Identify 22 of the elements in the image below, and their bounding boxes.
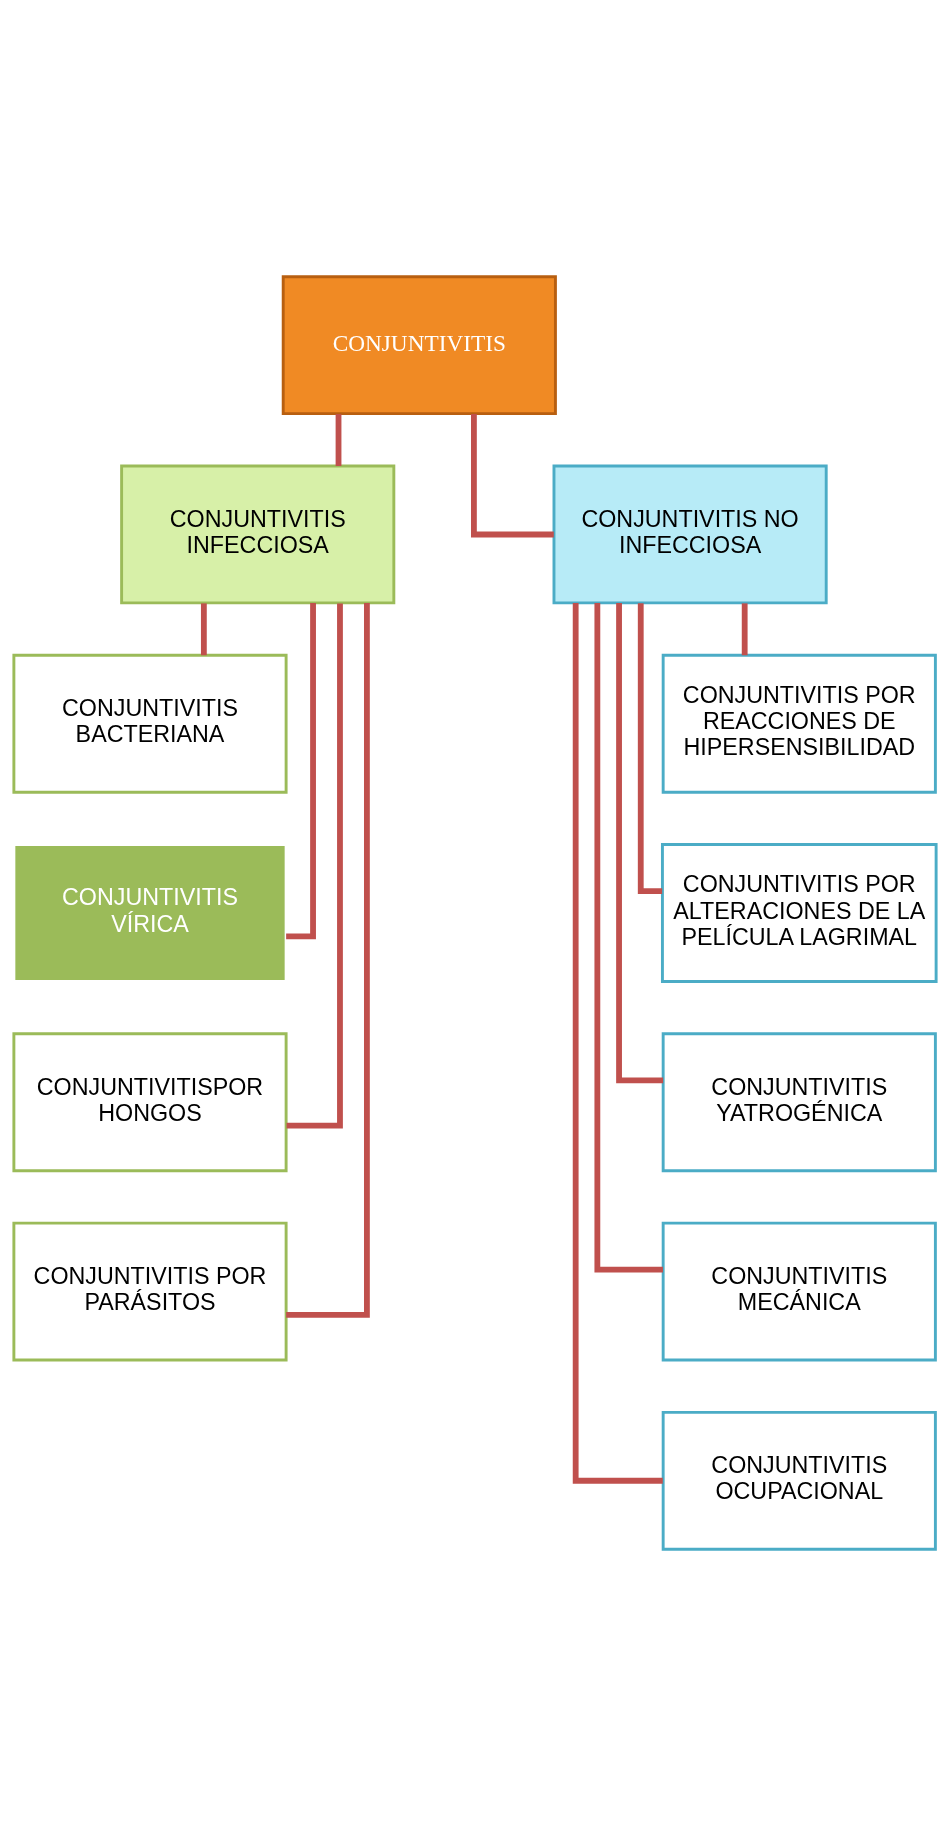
node-box: CONJUNTIVITIS NO INFECCIOSA: [552, 464, 828, 604]
connector: [741, 602, 748, 655]
connector: [637, 602, 663, 894]
node-box: CONJUNTIVITIS POR PARÁSITOS: [12, 1221, 288, 1361]
node-box: CONJUNTIVITIS YATROGÉNICA: [661, 1031, 937, 1172]
node-box: CONJUNTIVITIS BACTERIANA: [12, 653, 288, 794]
connector: [471, 413, 554, 537]
node-box: CONJUNTIVITISPOR HONGOS: [12, 1031, 288, 1172]
connector: [286, 602, 370, 1318]
connector: [572, 602, 663, 1484]
connector: [200, 602, 207, 655]
node-box: CONJUNTIVITIS POR ALTERACIONES DE LA PELÍCULA LAGRIMAL: [660, 842, 938, 983]
connector: [594, 602, 663, 1273]
node-box: CONJUNTIVITIS MECÁNICA: [661, 1221, 937, 1361]
node-box: CONJUNTIVITIS OCUPACIONAL: [661, 1410, 937, 1551]
connector: [286, 602, 316, 939]
node-box: CONJUNTIVITIS: [281, 274, 557, 415]
connector: [286, 602, 343, 1128]
node-box: CONJUNTIVITIS INFECCIOSA: [120, 464, 396, 604]
connector: [616, 602, 664, 1083]
connector: [335, 413, 342, 466]
node-box: CONJUNTIVITIS POR REACCIONES DE HIPERSENSIBILIDAD: [661, 653, 937, 794]
